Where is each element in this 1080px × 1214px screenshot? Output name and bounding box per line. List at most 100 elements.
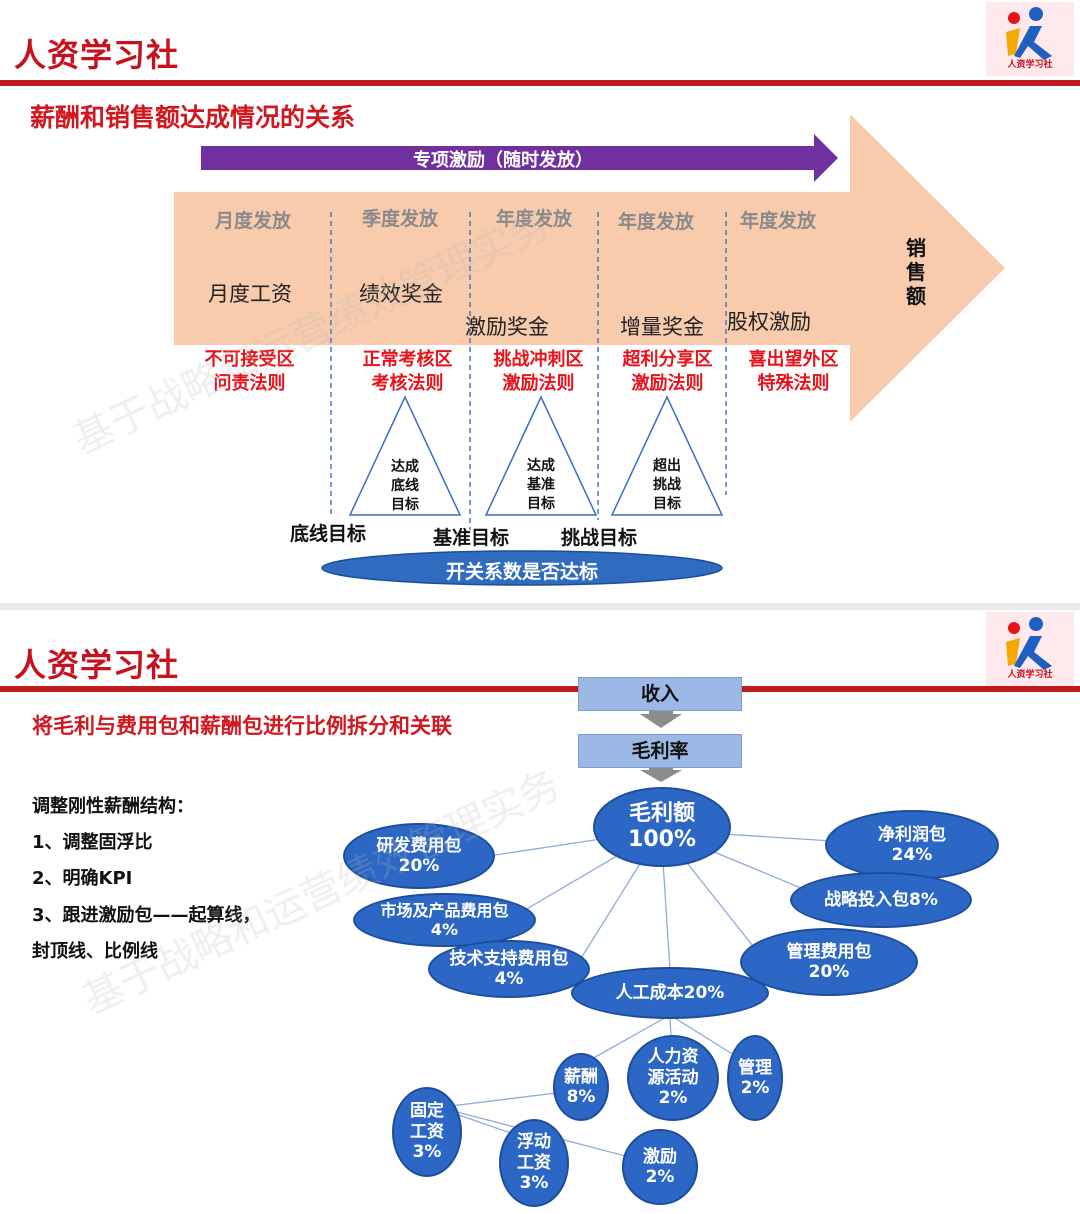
zone-name: 喜出望外区 — [748, 349, 839, 370]
node-name: 管理 — [738, 1057, 772, 1078]
node-name: 净利润包 — [878, 824, 946, 845]
slide-salary-sales: 人资学习社 人资学习社 薪酬和销售额达成情况的关系 专项激励（随时发放） 销售额… — [0, 0, 1080, 603]
node-value: 2% — [645, 1167, 675, 1187]
node-name: 人工成本20% — [615, 982, 725, 1003]
node-value: 20% — [808, 962, 850, 982]
triangle-line: 达成 — [527, 458, 555, 474]
zone-label: 不可接受区 问责法则 — [192, 348, 307, 396]
zone-rule: 激励法则 — [502, 373, 575, 394]
zone-label: 挑战冲刺区 激励法则 — [481, 348, 596, 396]
diagram-graphics — [174, 114, 1005, 586]
phase-label: 月度发放 — [215, 210, 292, 232]
triangle-baseline — [348, 395, 462, 516]
triangle-line: 底线 — [391, 478, 419, 494]
logo-text: 人资学习社 — [1007, 670, 1053, 680]
node-name: 战略投入包8% — [824, 889, 938, 910]
node-name: 人力资源活动 — [647, 1047, 699, 1088]
node-name: 薪酬 — [564, 1066, 598, 1087]
component-label: 月度工资 — [208, 282, 292, 306]
triangle-line: 达成 — [391, 459, 419, 475]
flow-arrow-icon — [640, 708, 682, 728]
triangle-line: 目标 — [527, 496, 555, 512]
node-name: 固定工资3% — [410, 1101, 444, 1163]
zone-label: 超利分享区 激励法则 — [610, 348, 725, 396]
node-hr-activity: 人力资源活动 2% — [627, 1035, 719, 1121]
zone-rule: 考核法则 — [371, 373, 444, 394]
zone-rule: 特殊法则 — [757, 373, 830, 394]
node-name: 管理费用包 — [786, 941, 872, 962]
flow-revenue: 收入 — [578, 677, 742, 711]
header-divider — [0, 80, 1080, 86]
logo-text: 人资学习社 — [1007, 60, 1053, 70]
triangle-benchmark — [484, 395, 598, 516]
node-labor-cost: 人工成本20% — [571, 967, 769, 1019]
node-value: 20% — [398, 856, 440, 876]
phase-label: 年度发放 — [496, 208, 573, 230]
triangle-text: 超出 挑战 目标 — [642, 457, 692, 514]
node-name: 激励 — [643, 1146, 677, 1167]
adjust-item: 1、调整固浮比 — [32, 832, 153, 853]
node-value: 2% — [740, 1078, 770, 1098]
sales-arrow — [174, 114, 1005, 422]
node-salary: 薪酬 8% — [553, 1053, 609, 1121]
triangle-line: 挑战 — [653, 477, 681, 493]
node-name: 技术支持费用包 — [449, 948, 569, 969]
flow-arrow-icon — [640, 766, 682, 782]
node-value: 100% — [628, 827, 696, 852]
slide-title: 薪酬和销售额达成情况的关系 — [30, 103, 356, 132]
node-value: 4% — [430, 920, 459, 939]
switch-ellipse — [321, 550, 723, 586]
node-market-package: 市场及产品费用包 4% — [353, 893, 536, 947]
header-divider — [0, 686, 1080, 692]
brand-title: 人资学习社 — [14, 646, 180, 684]
node-value: 2% — [658, 1088, 688, 1109]
node-float-wage: 浮动工资3% — [499, 1119, 569, 1207]
component-label: 增量奖金 — [620, 315, 704, 339]
triangle-line: 目标 — [391, 497, 419, 513]
triangle-line: 超出 — [653, 458, 681, 474]
zone-label: 正常考核区 考核法则 — [350, 348, 465, 396]
node-name: 浮动工资3% — [517, 1132, 551, 1194]
node-tech-support-package: 技术支持费用包 4% — [428, 940, 590, 998]
logo: 人资学习社 — [986, 2, 1074, 76]
component-label: 绩效奖金 — [359, 282, 443, 306]
special-incentive-label: 专项激励（随时发放） — [413, 150, 593, 171]
zone-name: 超利分享区 — [622, 349, 713, 370]
sales-label: 销售额 — [906, 236, 926, 308]
slide-gross-profit-split: 人资学习社 人资学习社 将毛利与费用包和薪酬包进行比例拆分和关联 — [0, 610, 1080, 1214]
node-gross-profit: 毛利额 100% — [593, 787, 731, 867]
target-label: 挑战目标 — [561, 527, 638, 549]
component-label: 激励奖金 — [465, 315, 549, 339]
brand-title: 人资学习社 — [14, 36, 180, 74]
switch-label: 开关系数是否达标 — [445, 561, 598, 583]
triangle-text: 达成 底线 目标 — [380, 458, 430, 515]
target-label: 底线目标 — [290, 523, 367, 545]
node-name: 毛利额 — [628, 800, 695, 826]
logo-figure-icon — [1006, 617, 1052, 670]
node-value: 4% — [494, 969, 524, 989]
zone-label: 喜出望外区 特殊法则 — [736, 348, 851, 396]
node-name: 市场及产品费用包 — [380, 900, 509, 920]
node-name: 研发费用包 — [376, 835, 462, 856]
node-incentive: 激励 2% — [622, 1129, 698, 1205]
triangle-challenge — [610, 395, 724, 516]
triangle-line: 基准 — [527, 477, 555, 493]
adjust-item: 3、跟进激励包——起算线， — [32, 905, 261, 926]
phase-label: 年度发放 — [740, 210, 817, 232]
node-value: 24% — [891, 845, 933, 865]
phase-label: 年度发放 — [618, 211, 695, 233]
node-net-profit-package: 净利润包 24% — [825, 810, 999, 880]
adjust-item: 封顶线、比例线 — [32, 941, 158, 962]
target-label: 基准目标 — [433, 527, 510, 549]
adjust-heading: 调整刚性薪酬结构： — [32, 796, 194, 817]
triangle-line: 目标 — [653, 496, 681, 512]
node-value: 8% — [566, 1087, 596, 1107]
zone-rule: 激励法则 — [631, 373, 704, 394]
logo-figure-icon — [1006, 7, 1052, 60]
zone-rule: 问责法则 — [213, 373, 286, 394]
slide-title: 将毛利与费用包和薪酬包进行比例拆分和关联 — [32, 714, 452, 738]
adjust-item: 2、明确KPI — [32, 868, 133, 889]
node-rd-package: 研发费用包 20% — [343, 823, 495, 889]
node-fixed-wage: 固定工资3% — [392, 1087, 462, 1177]
phase-label: 季度发放 — [362, 208, 439, 230]
